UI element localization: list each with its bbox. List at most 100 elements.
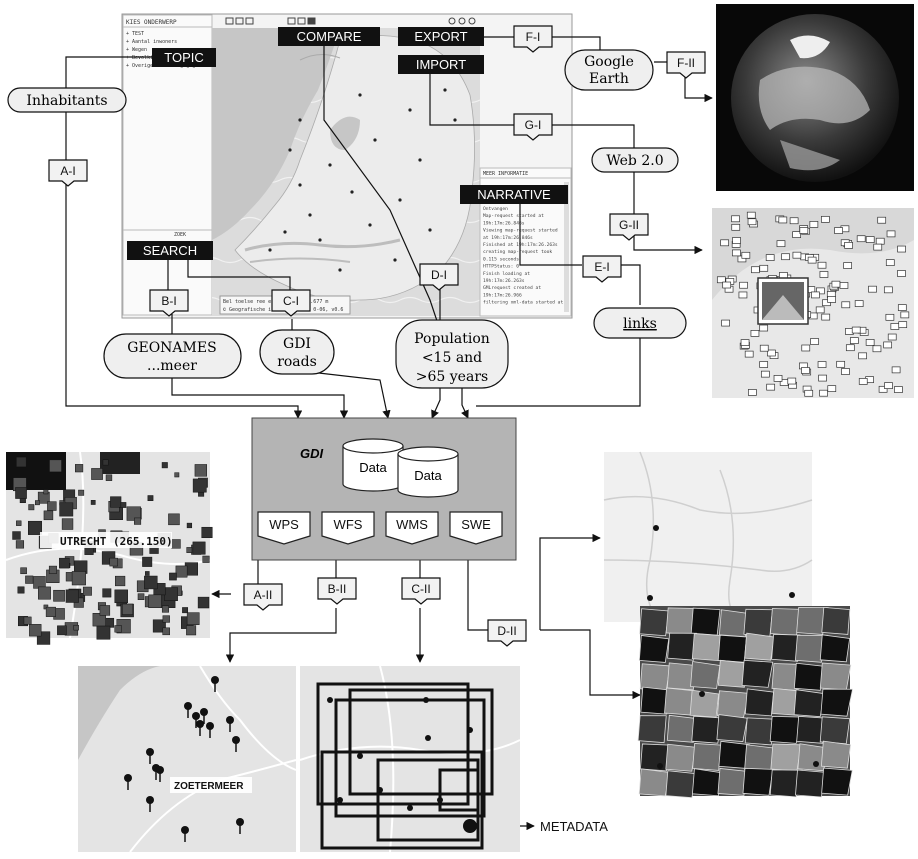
photo-thumb[interactable]	[731, 223, 741, 231]
photo-thumb[interactable]	[817, 261, 827, 269]
google-earth-source[interactable]: Google Earth	[564, 49, 654, 91]
photo-thumb[interactable]	[865, 236, 875, 243]
step-tab-d2[interactable]: D-II	[487, 619, 527, 647]
photo-thumb[interactable]	[759, 324, 769, 332]
photo-thumb[interactable]	[878, 385, 888, 393]
step-tab-e1[interactable]: E-I	[582, 255, 622, 283]
zoom-out-icon[interactable]	[235, 17, 244, 25]
step-tab-f2[interactable]: F-II	[666, 51, 706, 79]
photo-thumb[interactable]	[722, 281, 732, 289]
photo-thumb[interactable]	[792, 251, 802, 259]
photo-thumb[interactable]	[804, 389, 814, 397]
photo-thumb[interactable]	[849, 337, 859, 344]
step-tab-c2[interactable]: C-II	[401, 577, 441, 605]
photo-thumb[interactable]	[747, 218, 757, 226]
photo-thumb[interactable]	[744, 350, 754, 358]
place-pin[interactable]	[146, 796, 154, 812]
place-pin[interactable]	[226, 716, 234, 732]
photo-thumb[interactable]	[799, 227, 809, 234]
step-tab-a1[interactable]: A-I	[48, 159, 88, 187]
export-label[interactable]: EXPORT	[398, 27, 484, 46]
photo-thumb[interactable]	[841, 368, 850, 375]
web20-source[interactable]: Web 2.0	[591, 147, 679, 173]
topic-panel-item[interactable]: + Wegen	[126, 47, 147, 53]
photo-thumb[interactable]	[721, 319, 730, 327]
photo-thumb[interactable]	[898, 321, 908, 329]
place-pin[interactable]	[146, 748, 154, 764]
photo-thumb[interactable]	[856, 235, 866, 243]
photo-thumb[interactable]	[765, 254, 775, 261]
photo-thumb[interactable]	[748, 389, 757, 396]
photo-thumb[interactable]	[883, 341, 893, 349]
photo-thumb[interactable]	[821, 313, 831, 321]
photo-thumb[interactable]	[750, 330, 760, 337]
photo-thumb[interactable]	[746, 211, 756, 219]
place-pin[interactable]	[232, 736, 240, 752]
photo-thumb[interactable]	[897, 270, 906, 277]
photo-thumb[interactable]	[759, 344, 769, 352]
step-tab-d1[interactable]: D-I	[419, 263, 459, 291]
topic-label[interactable]: TOPIC	[152, 48, 216, 67]
zoom-in-icon[interactable]	[225, 17, 234, 25]
photo-thumb[interactable]	[836, 360, 846, 368]
photo-thumb[interactable]	[890, 323, 900, 330]
service-swe[interactable]: SWE	[449, 511, 503, 545]
photo-thumb[interactable]	[766, 383, 776, 391]
photo-thumb[interactable]	[751, 266, 760, 274]
photo-thumb[interactable]	[827, 385, 837, 393]
place-pin[interactable]	[206, 722, 214, 738]
photo-thumb[interactable]	[819, 271, 829, 278]
photo-thumb[interactable]	[883, 286, 893, 294]
population-source[interactable]: Population <15 and >65 years	[395, 319, 509, 389]
photo-thumb[interactable]	[740, 339, 750, 346]
metadata-point[interactable]	[463, 819, 477, 833]
geonames-source[interactable]: GEONAMES ...meer	[103, 333, 242, 379]
step-tab-f1[interactable]: F-I	[513, 25, 553, 53]
photo-thumb[interactable]	[739, 281, 748, 289]
photo-thumb[interactable]	[773, 375, 783, 382]
photo-thumb[interactable]	[792, 231, 801, 238]
step-tab-b2[interactable]: B-II	[317, 577, 357, 605]
photo-thumb[interactable]	[845, 344, 855, 352]
photo-thumb[interactable]	[887, 333, 897, 341]
photo-thumb[interactable]	[875, 237, 885, 245]
narrative-label[interactable]: NARRATIVE	[460, 185, 568, 204]
step-tab-a2[interactable]: A-II	[243, 583, 283, 611]
photo-thumb[interactable]	[858, 352, 867, 360]
photo-thumb[interactable]	[767, 349, 776, 357]
photo-thumb[interactable]	[759, 264, 769, 272]
photo-thumb[interactable]	[885, 313, 895, 321]
photo-thumb[interactable]	[884, 382, 893, 389]
photo-thumb[interactable]	[821, 215, 830, 223]
photo-thumb[interactable]	[801, 344, 811, 352]
photo-thumb[interactable]	[789, 217, 799, 225]
service-wps[interactable]: WPS	[257, 511, 311, 545]
photo-thumb[interactable]	[886, 230, 896, 238]
place-pin[interactable]	[156, 766, 164, 782]
service-wfs[interactable]: WFS	[321, 511, 375, 545]
photo-thumb[interactable]	[827, 296, 836, 303]
photo-thumb[interactable]	[817, 361, 827, 368]
links-source[interactable]: links	[593, 307, 687, 339]
place-pin[interactable]	[196, 720, 204, 736]
place-pin[interactable]	[211, 676, 219, 692]
photo-thumb[interactable]	[872, 345, 882, 353]
photo-thumb[interactable]	[787, 377, 797, 385]
pan-icon[interactable]	[245, 17, 254, 25]
place-pin[interactable]	[236, 818, 244, 834]
photo-thumb[interactable]	[858, 378, 868, 385]
photo-thumb[interactable]	[732, 249, 741, 257]
photo-thumb[interactable]	[818, 374, 827, 382]
photo-thumb[interactable]	[801, 367, 810, 374]
photo-thumb[interactable]	[810, 338, 819, 345]
place-pin[interactable]	[200, 708, 208, 724]
photo-thumb[interactable]	[760, 370, 770, 378]
photo-thumb[interactable]	[851, 326, 861, 334]
photo-thumb[interactable]	[731, 215, 740, 223]
photo-thumb[interactable]	[732, 237, 741, 244]
photo-thumb[interactable]	[834, 227, 843, 234]
photo-thumb[interactable]	[811, 291, 820, 299]
step-tab-g2[interactable]: G-II	[609, 213, 649, 241]
photo-thumb[interactable]	[741, 251, 751, 259]
compare-label[interactable]: COMPARE	[278, 27, 380, 46]
